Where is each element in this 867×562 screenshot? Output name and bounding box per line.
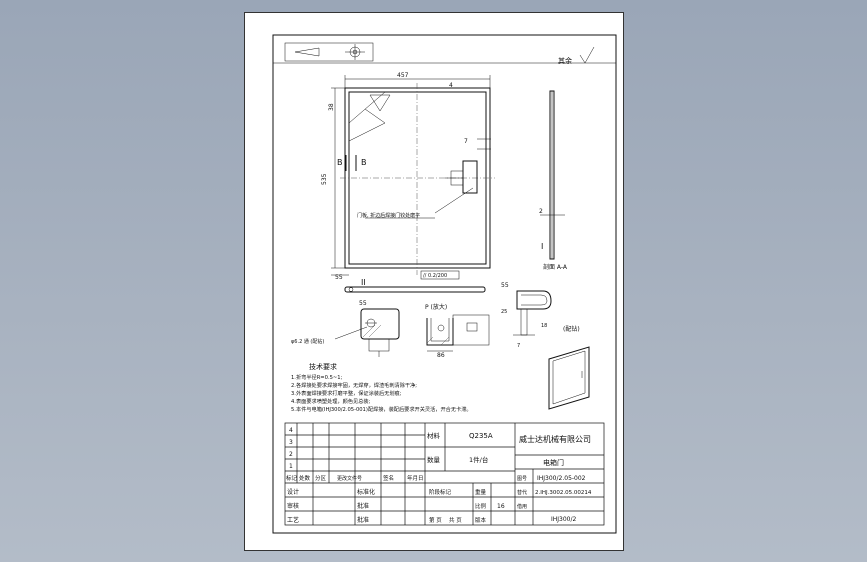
dim-55: 55 [335, 274, 343, 281]
scale-label: 比例 [475, 502, 487, 510]
replace-label: 替代 [517, 489, 527, 496]
tech-requirements: 技术要求 1.折弯半径R=0.5~1; 2.各焊接处要求焊接牢固，无焊穿，焊渣毛… [291, 362, 472, 413]
approve-label-2: 批准 [357, 516, 369, 524]
version-label: 版本 [475, 516, 487, 524]
dim-7b: 7 [517, 343, 520, 349]
section-b-right: B [361, 158, 367, 167]
material-label: 材料 [427, 431, 441, 440]
front-view: 457 4 535 38 7 55 B B 门板, 折边后焊接门铰处磨平 II [321, 72, 495, 287]
assembly-no: 2.IHJ.3002.05.00214 [535, 490, 592, 496]
tech-item-2: 2.各焊接处要求焊接牢固，无焊穿，焊渣毛刺清除干净; [291, 381, 417, 389]
approve-label: 批准 [357, 502, 369, 510]
tech-item-4: 4.表面要求喷塑处理，颜色见总装; [291, 397, 371, 405]
dim-7: 7 [464, 138, 468, 145]
process-label: 工艺 [287, 516, 299, 524]
dim-55-b: 55 [359, 300, 367, 307]
rev-row-2: 2 [289, 451, 293, 458]
roughness-label: 其余 [558, 56, 572, 65]
hinge-section-right: 55 25 18 7 (配钻) [501, 282, 580, 349]
sheet-no: 第 页 [429, 516, 442, 524]
side-section-view: 2 I 剖面 A-A [539, 90, 568, 271]
tech-item-3: 3.外表面焊接要求打磨平整，保证涂装后无划痕; [291, 389, 402, 397]
drawing-sheet: 其余 457 4 535 38 7 55 B B 门板, [244, 12, 624, 551]
tech-title: 技术要求 [309, 362, 337, 371]
width-dim: 457 [397, 72, 409, 79]
rev-row-4: 4 [289, 427, 293, 434]
tolerance-box: // 0.2/200 [423, 273, 447, 279]
product-no: IHJ300/2 [551, 516, 577, 523]
drawing-no: IHJ300/2.05-002 [537, 475, 586, 482]
roman-two-label: II [361, 278, 366, 287]
label-p: P (放大) [425, 303, 447, 311]
scale-value: 16 [497, 503, 505, 510]
dim-55-c: 55 [501, 282, 509, 289]
hinge-detail-left: 55 φ6.2 通 (配钻) [291, 300, 400, 357]
standard-label: 标准化 [357, 488, 375, 496]
weight-label: 重量 [475, 488, 487, 496]
design-label: 设计 [287, 488, 299, 496]
drawing-no-label: 图号 [517, 476, 527, 482]
bottom-bar-view: // 0.2/200 [344, 270, 486, 293]
col-date: 年月日 [407, 474, 424, 482]
col-zone: 分区 [315, 474, 327, 482]
dim-18: 18 [541, 323, 547, 329]
company-name: 威士达机械有限公司 [519, 434, 591, 444]
col-sign: 签名 [383, 474, 394, 482]
tech-item-1: 1.折弯半径R=0.5~1; [291, 373, 343, 381]
dim-25: 25 [501, 309, 507, 315]
section-b-left: B [337, 158, 343, 167]
dim-4: 4 [449, 82, 453, 89]
check-label: 审核 [287, 502, 299, 510]
stage-mark: 阶段标记 [429, 488, 452, 496]
roughness-icon [579, 46, 595, 64]
borrow-label: 借用 [517, 503, 527, 510]
hole-note: φ6.2 通 (配钻) [291, 338, 324, 345]
col-docno: 更改文件号 [337, 475, 362, 482]
inner-border [272, 34, 617, 534]
height-dim: 535 [321, 173, 328, 185]
col-mark: 标记 [286, 474, 298, 482]
tech-item-5: 5.本件与电箱(IHJ300/2.05-001)配焊接，装配后要求开关灵活，开合… [291, 405, 472, 413]
dim-86: 86 [437, 352, 445, 359]
isometric-door [548, 346, 590, 410]
roman-one-label: I [541, 242, 543, 251]
dim-2: 2 [539, 208, 543, 215]
front-view-note: 门板, 折边后焊接门铰处磨平 [357, 212, 420, 219]
quantity-label: 数量 [427, 455, 441, 464]
col-count: 处数 [299, 474, 311, 482]
dim-38: 38 [328, 103, 335, 111]
section-aa-label: 剖面 A-A [543, 263, 568, 271]
rev-row-1: 1 [289, 463, 293, 470]
u-section-detail: P (放大) 86 [425, 303, 490, 359]
sheet-total: 共 页 [449, 516, 462, 524]
part-name: 电箱门 [543, 458, 564, 467]
quantity-value: 1件/台 [469, 455, 488, 464]
title-block: 4 3 2 1 标记 处数 分区 更改文件号 签名 年月日 设计 审核 工艺 标… [284, 422, 605, 526]
rev-row-3: 3 [289, 439, 293, 446]
material-value: Q235A [469, 432, 493, 440]
drawing-canvas: 其余 457 4 535 38 7 55 B B 门板, [272, 34, 617, 534]
projection-symbol [284, 42, 374, 62]
view-d-label: (配钻) [563, 325, 580, 333]
